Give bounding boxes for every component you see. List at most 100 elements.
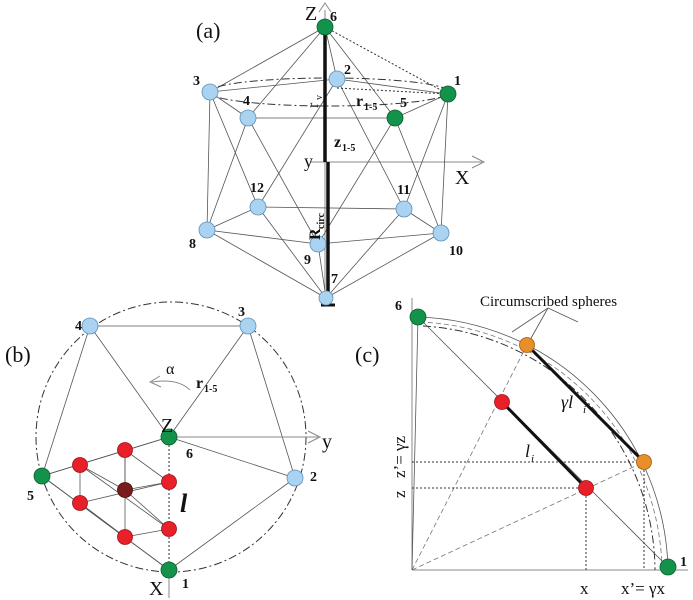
svg-text:R: R [307,228,324,240]
b-vertex-number-4: 4 [75,319,82,334]
atom-10 [432,224,450,242]
svg-text:z: z [390,490,409,498]
angle-arc [151,380,191,391]
callout-arrow-3 [511,307,549,333]
atom-12 [249,198,267,216]
svg-text:1-5: 1-5 [364,102,377,113]
c-atom-1 [659,558,677,576]
svg-text:1-5: 1-5 [204,384,217,395]
lattice-atom [72,495,88,511]
atom-original [578,480,594,496]
vertex-number-12: 12 [250,181,264,196]
y-axis-label: y [304,151,313,171]
r15-label: r 1-5 [356,93,377,113]
b-vertex-number-2: 2 [310,470,317,485]
lattice-atom [117,529,133,545]
svg-text:r: r [196,375,203,392]
c-z-axis-label: z [390,490,409,498]
icosahedron-edges [206,26,449,299]
b-vertex-number-3: 3 [238,305,245,320]
atom-5 [33,467,51,485]
vertex-number-11: 11 [397,183,410,198]
b-vertex-number-6: 6 [186,447,193,462]
inner-sphere-arc-2 [422,325,656,571]
svg-text:l: l [525,441,530,461]
segment-li [500,400,588,490]
ray-to-6 [411,316,419,571]
lattice-atom [72,457,88,473]
vertex-number-4: 4 [243,94,250,109]
ray-to-lower [411,461,645,571]
c-x-axis-label: x [580,579,589,598]
rcirc-label: R circ [307,213,327,240]
atom-6 [316,18,334,36]
svg-text:γl: γl [561,392,573,412]
c-vertex-number-6: 6 [395,299,402,314]
r15-guide-line [336,87,449,95]
svg-text:r: r [356,93,363,110]
angle-label: α [166,361,175,378]
z-axis-arrow [318,2,332,13]
b-x-axis-label: X [149,578,164,600]
z-axis-label: Z [305,3,317,25]
atom-scaled [519,337,535,353]
vertex-number-7: 7 [331,272,338,287]
atom-2 [328,70,346,88]
atom-9 [309,235,327,253]
c-title: Circumscribed spheres [480,294,617,310]
panel-b-label: (b) [5,342,31,367]
x-axis-label: X [455,167,470,189]
atom-7 [318,290,334,306]
z15-label: z 1-5 [334,134,355,154]
vertex-number-9: 9 [304,253,311,268]
gamma-li-label: γl i [561,392,586,416]
atom-3 [201,83,219,101]
b-y-axis-label: y [322,431,332,453]
segment-gamma-li [525,343,646,464]
atom-4 [81,317,99,335]
svg-text:circ: circ [316,213,327,229]
angle-arc-arrow [148,375,162,388]
vertex-number-8: 8 [189,237,196,252]
ray-to-upper [411,344,528,571]
lattice-atom [161,474,177,490]
atom-4 [239,109,257,127]
vertex-number-2: 2 [344,63,351,78]
atom-6 [160,428,178,446]
atom-2 [286,469,304,487]
b-z-axis-label: Z [161,415,173,437]
rv-label: r v [305,95,325,108]
c-zprime-axis-label: z’= γz [390,435,409,478]
atom-3 [239,317,257,335]
c-vertex-number-1: 1 [680,555,687,570]
lattice-center-atom [117,482,133,498]
atom-1 [439,85,457,103]
vertex-number-1: 1 [454,74,461,89]
li-label: l i [525,441,534,465]
panel-a-label: (a) [196,18,220,43]
b-r15-label: r 1-5 [196,375,217,395]
atom-5 [386,109,404,127]
svg-text:z’= γz: z’= γz [390,435,409,478]
x-axis-arrow [471,155,486,169]
panel-a: (a) [189,2,486,307]
vertex-number-5: 5 [400,96,407,111]
atom-8 [198,221,216,239]
b-vertex-number-1: 1 [182,577,189,592]
c-xprime-axis-label: x’= γx [621,579,666,598]
lattice-atom [161,521,177,537]
c-atom-6 [409,308,427,326]
rv-guide-line [324,26,449,95]
vertex-number-3: 3 [193,74,200,89]
panel-b: (b) [5,301,332,600]
atom-original [494,394,510,410]
atom-scaled [636,454,652,470]
panel-c-label: (c) [355,342,379,367]
svg-text:z: z [334,134,341,151]
atom-11 [395,200,413,218]
vertex-number-10: 10 [449,244,463,259]
lattice-atom [117,442,133,458]
lattice-edges [41,436,170,571]
atom-1 [160,561,178,579]
